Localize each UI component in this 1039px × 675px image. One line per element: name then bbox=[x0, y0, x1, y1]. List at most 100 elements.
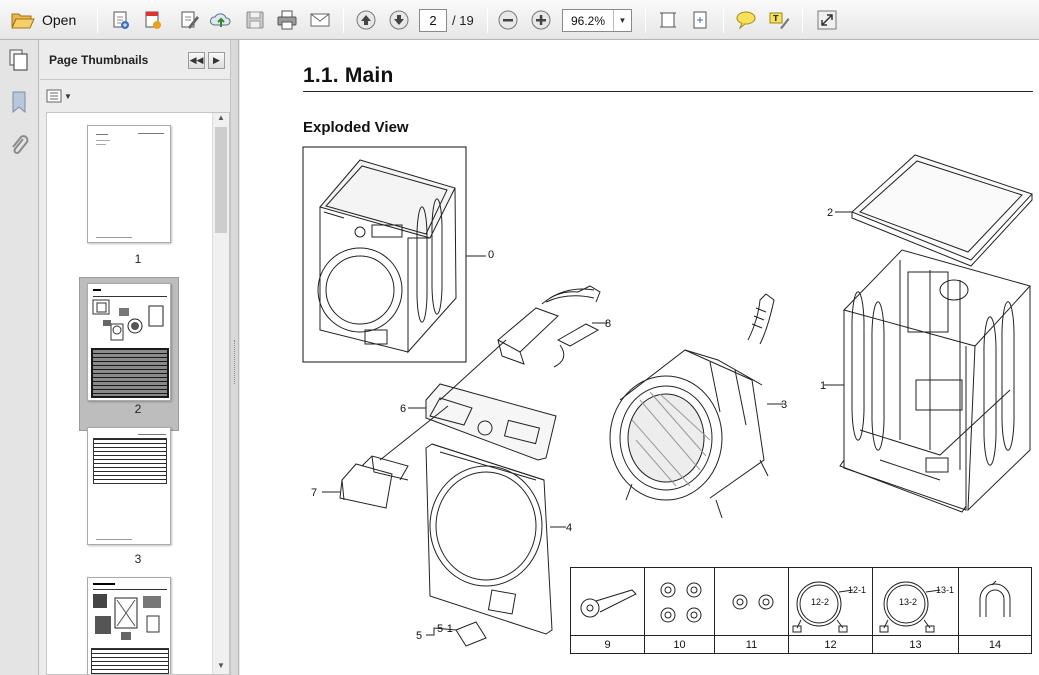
caps-icon bbox=[660, 582, 701, 623]
zoom-out-button[interactable] bbox=[496, 8, 520, 32]
thumbnail-page-4[interactable] bbox=[87, 577, 171, 674]
callout-1: 1 bbox=[820, 380, 826, 392]
options-menu-button[interactable]: ▼ bbox=[46, 87, 72, 105]
accessory-cell bbox=[645, 568, 715, 636]
scrollbar-thumb[interactable] bbox=[215, 127, 227, 233]
page-number-input[interactable]: 2 bbox=[419, 9, 447, 32]
accessories-table: 12-1 12-2 13-1 13-2 9 10 11 12 13 14 bbox=[570, 567, 1032, 654]
save-icon bbox=[246, 11, 264, 29]
panel-title: Page Thumbnails bbox=[49, 53, 149, 67]
toolbar-separator bbox=[802, 7, 803, 33]
thumbnail-scrollbar[interactable]: ▲ ▼ bbox=[212, 113, 229, 674]
toolbar-separator bbox=[487, 7, 488, 33]
highlight-button[interactable]: T bbox=[767, 8, 791, 32]
chevron-right-icon: ▶ bbox=[213, 55, 220, 65]
upload-button[interactable] bbox=[209, 8, 233, 32]
fit-page-button[interactable] bbox=[656, 8, 680, 32]
expand-panel-button[interactable]: ▶ bbox=[208, 52, 225, 69]
export-button[interactable] bbox=[141, 8, 165, 32]
accessories-image-row: 12-1 12-2 13-1 13-2 bbox=[571, 568, 1031, 637]
accessory-number-11: 11 bbox=[715, 636, 789, 653]
accessory-sublabel-12-2: 12-2 bbox=[811, 597, 830, 607]
fit-page-icon bbox=[693, 11, 707, 29]
callout-8: 8 bbox=[605, 318, 611, 330]
scroll-up-icon[interactable]: ▲ bbox=[217, 113, 225, 122]
zoom-out-icon bbox=[498, 10, 518, 30]
splitter-grip[interactable] bbox=[234, 340, 236, 384]
accessory-cell: 12-1 12-2 bbox=[789, 568, 873, 636]
cabinet-part bbox=[839, 249, 1031, 513]
thumbnail-page-3[interactable] bbox=[87, 427, 171, 545]
callout-3: 3 bbox=[781, 399, 787, 411]
svg-text:T: T bbox=[773, 14, 779, 23]
hose-caps-icon bbox=[732, 594, 773, 610]
edit-document-icon bbox=[181, 11, 199, 29]
accessories-number-row: 9 10 11 12 13 14 bbox=[571, 636, 1031, 653]
accessory-number-10: 10 bbox=[645, 636, 715, 653]
arrow-up-icon bbox=[356, 10, 376, 30]
complete-washer-frame bbox=[302, 146, 467, 363]
water-hose-icon bbox=[792, 581, 853, 633]
callout-0: 0 bbox=[488, 249, 494, 261]
next-page-button[interactable] bbox=[387, 8, 411, 32]
bookmark-icon bbox=[12, 91, 26, 114]
accessory-number-14: 14 bbox=[988, 638, 1002, 651]
thumbnail-table-preview bbox=[93, 438, 167, 484]
previous-page-button[interactable] bbox=[354, 8, 378, 32]
save-button[interactable] bbox=[243, 8, 267, 32]
create-pdf-button[interactable] bbox=[109, 8, 133, 32]
expand-button[interactable] bbox=[815, 8, 839, 32]
print-button[interactable] bbox=[275, 8, 299, 32]
zoom-value: 96.2% bbox=[570, 13, 606, 28]
front-panel-part bbox=[425, 443, 553, 635]
printer-icon bbox=[277, 10, 297, 30]
thumbnails-panel: Page Thumbnails ◀◀ ▶ ▼ 1 bbox=[40, 40, 230, 675]
collapse-panel-button[interactable]: ◀◀ bbox=[188, 52, 205, 69]
callout-2: 2 bbox=[827, 207, 833, 219]
accessory-number-12: 12 bbox=[789, 636, 873, 653]
accessory-number-13: 13 bbox=[873, 636, 959, 653]
callout-4: 4 bbox=[566, 522, 572, 534]
open-button[interactable]: Open bbox=[6, 7, 80, 33]
toolbar-separator bbox=[97, 7, 98, 33]
double-chevron-left-icon: ◀◀ bbox=[189, 55, 204, 65]
panel-header: Page Thumbnails ◀◀ ▶ bbox=[40, 40, 230, 80]
chevron-down-icon[interactable]: ▼ bbox=[613, 10, 631, 31]
panel-splitter[interactable] bbox=[230, 40, 239, 675]
zoom-in-button[interactable] bbox=[529, 8, 553, 32]
fit-width-button[interactable] bbox=[688, 8, 712, 32]
thumbnail-label-3: 3 bbox=[134, 552, 142, 566]
water-hose-icon bbox=[879, 581, 940, 633]
section-divider bbox=[303, 91, 1033, 92]
highlight-text-icon: T bbox=[769, 12, 790, 29]
thumbnail-page-1[interactable] bbox=[87, 125, 171, 243]
folder-open-icon bbox=[11, 13, 35, 29]
toolbar-separator bbox=[723, 7, 724, 33]
arrow-down-icon bbox=[389, 10, 409, 30]
edit-button[interactable] bbox=[177, 8, 201, 32]
thumbnail-table-preview bbox=[91, 348, 169, 398]
pages-icon bbox=[9, 49, 28, 71]
zoom-select[interactable]: 96.2% ▼ bbox=[562, 9, 632, 32]
scroll-down-icon[interactable]: ▼ bbox=[217, 661, 225, 670]
bookmarks-tab[interactable] bbox=[7, 90, 31, 114]
document-settings-icon bbox=[145, 11, 161, 29]
accessory-sublabel-13-2: 13-2 bbox=[899, 597, 918, 607]
top-cover-part bbox=[851, 154, 1033, 267]
accessory-sublabel-13-1: 13-1 bbox=[936, 585, 955, 595]
attachments-tab[interactable] bbox=[7, 134, 31, 158]
zoom-in-icon bbox=[531, 10, 551, 30]
cloud-upload-icon bbox=[210, 13, 231, 27]
subsection-title: Exploded View bbox=[303, 119, 409, 136]
page-total: / 19 bbox=[452, 13, 474, 28]
thumbnail-page-2[interactable] bbox=[87, 283, 171, 401]
callout-5: 5 bbox=[416, 630, 422, 642]
document-page: 1.1. Main Exploded View bbox=[240, 40, 1039, 675]
thumbnail-label-1: 1 bbox=[134, 252, 142, 266]
accessory-cell bbox=[571, 568, 645, 636]
page-thumbnails-tab[interactable] bbox=[7, 48, 31, 72]
accessory-cell bbox=[959, 568, 1031, 635]
email-button[interactable] bbox=[308, 8, 332, 32]
comment-button[interactable] bbox=[734, 8, 758, 32]
thumbnail-label-2: 2 bbox=[134, 402, 142, 416]
